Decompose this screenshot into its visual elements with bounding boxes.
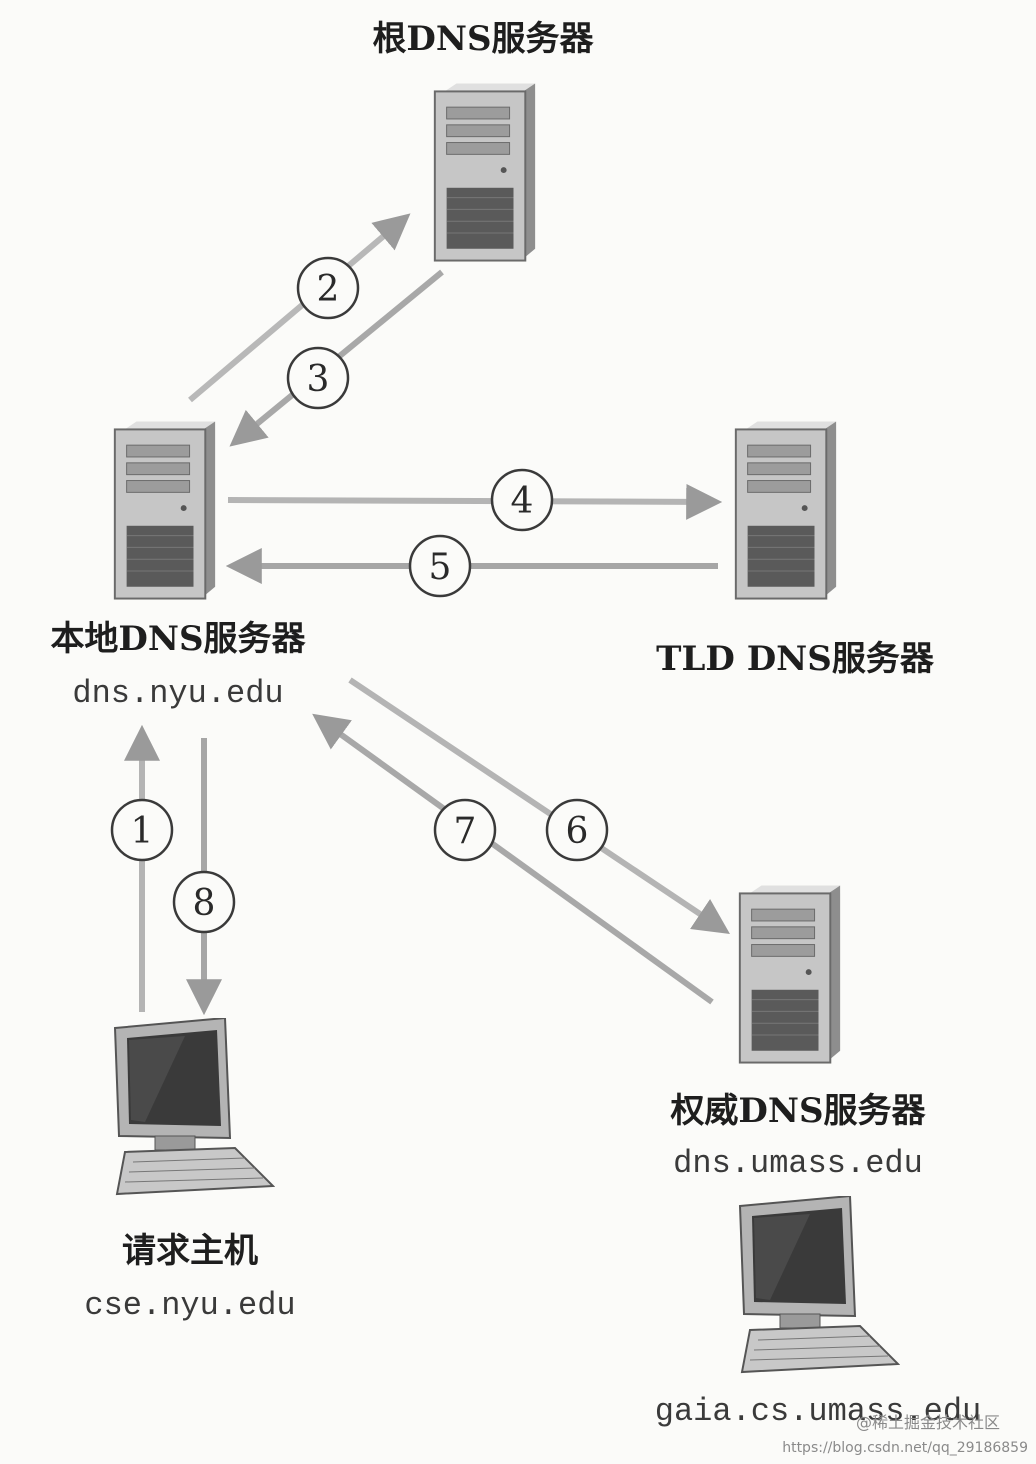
step-1-badge: 1 xyxy=(110,798,174,862)
target-host-name: gaia.cs.umass.edu xyxy=(655,1393,981,1430)
svg-text:3: 3 xyxy=(307,359,330,400)
svg-text:6: 6 xyxy=(566,811,589,852)
watermark-line-1: @稀土掘金技术社区 xyxy=(856,1413,1000,1432)
svg-text:7: 7 xyxy=(454,811,477,852)
svg-text:8: 8 xyxy=(193,883,216,924)
step-8-badge: 8 xyxy=(172,870,236,934)
svg-text:2: 2 xyxy=(317,269,340,310)
svg-text:1: 1 xyxy=(131,811,154,852)
server-icon xyxy=(734,420,838,600)
authoritative-dns-label: 权威DNS服务器 xyxy=(669,1091,926,1131)
step-7-badge: 7 xyxy=(433,798,497,862)
step-3-badge: 3 xyxy=(286,346,350,410)
arrow-7-auth-to-local xyxy=(312,713,714,1005)
server-icon xyxy=(738,884,842,1064)
tld-dns-server: TLD DNS服务器 xyxy=(656,420,935,679)
root-dns-server: 根DNS服务器 xyxy=(372,19,595,262)
computer-icon xyxy=(739,1196,899,1373)
step-2-badge: 2 xyxy=(296,256,360,320)
local-dns-server: 本地DNS服务器 dns.nyu.edu xyxy=(50,420,307,712)
requesting-host-name: cse.nyu.edu xyxy=(84,1287,295,1324)
server-icon xyxy=(113,420,217,600)
arrow-2-local-to-root xyxy=(188,213,411,403)
tld-dns-label: TLD DNS服务器 xyxy=(656,639,935,679)
target-host: gaia.cs.umass.edu xyxy=(655,1196,981,1430)
svg-text:5: 5 xyxy=(429,547,452,588)
root-dns-label: 根DNS服务器 xyxy=(372,19,594,59)
authoritative-dns-server: 权威DNS服务器 dns.umass.edu xyxy=(669,884,927,1182)
server-icon xyxy=(433,82,537,262)
watermark-line-2: https://blog.csdn.net/qq_29186859 xyxy=(782,1440,1028,1456)
arrow-6-local-to-auth xyxy=(348,677,730,935)
local-dns-host: dns.nyu.edu xyxy=(72,675,283,712)
arrow-4-local-to-tld xyxy=(227,483,723,520)
local-dns-label: 本地DNS服务器 xyxy=(50,619,306,659)
computer-icon xyxy=(114,1018,274,1195)
step-4-badge: 4 xyxy=(490,468,554,532)
step-5-badge: 5 xyxy=(408,534,472,598)
requesting-host: 请求主机 cse.nyu.edu xyxy=(84,1018,296,1324)
requesting-host-label: 请求主机 xyxy=(122,1231,258,1271)
svg-text:4: 4 xyxy=(511,481,534,522)
step-6-badge: 6 xyxy=(545,798,609,862)
authoritative-dns-host: dns.umass.edu xyxy=(673,1145,923,1182)
